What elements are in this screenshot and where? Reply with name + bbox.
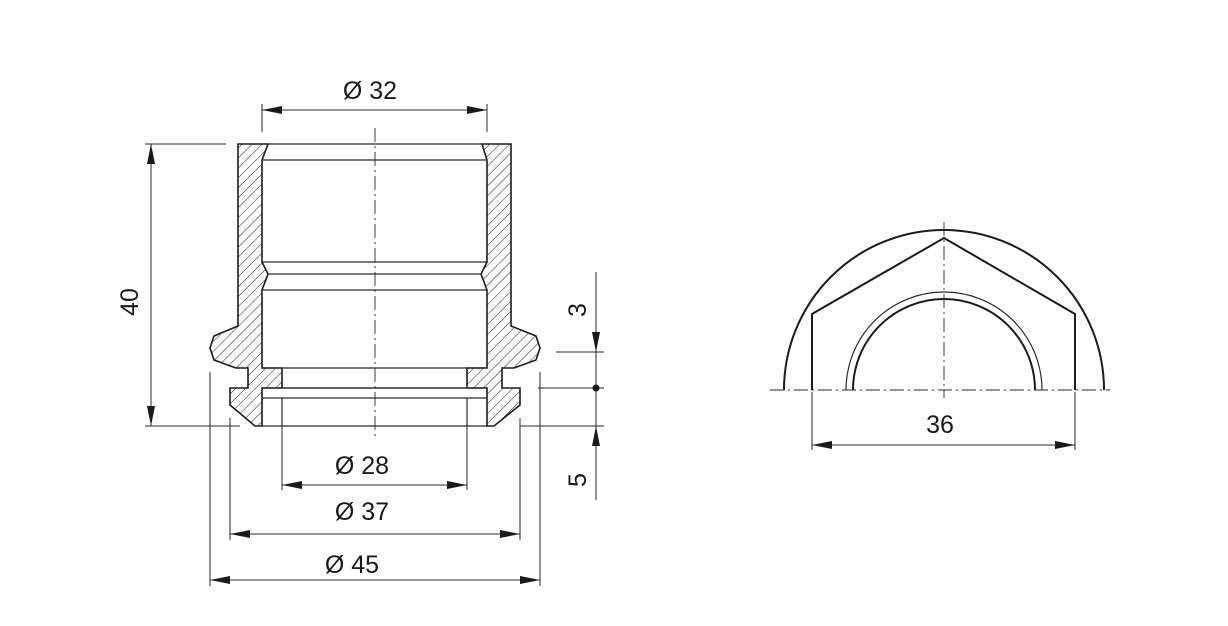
section-view [209,128,541,440]
left-wall-section [209,143,283,427]
dimension-top-diameter: Ø 32 [261,77,488,132]
dimension-inner-diameter: Ø 28 [281,398,468,490]
width-label: 36 [926,411,954,439]
right-wall-section [466,143,541,427]
inner-diameter-label: Ø 28 [335,452,389,480]
height-label: 40 [116,288,144,316]
dimension-step: 3 5 [520,272,604,500]
dimension-height: 40 [116,143,240,427]
top-view [770,222,1110,398]
dimension-outer-diameter: Ø 45 [209,372,541,586]
inner-arc-outer [845,291,1043,391]
middle-diameter-label: Ø 37 [335,498,389,526]
outer-diameter-label: Ø 45 [325,551,379,579]
dimension-middle-diameter: Ø 37 [229,418,521,540]
hex-outline [811,236,1076,390]
step-bottom-label: 5 [564,473,592,487]
dimension-width: 36 [811,392,1076,450]
step-top-label: 3 [564,303,592,317]
top-diameter-label: Ø 32 [343,77,397,105]
